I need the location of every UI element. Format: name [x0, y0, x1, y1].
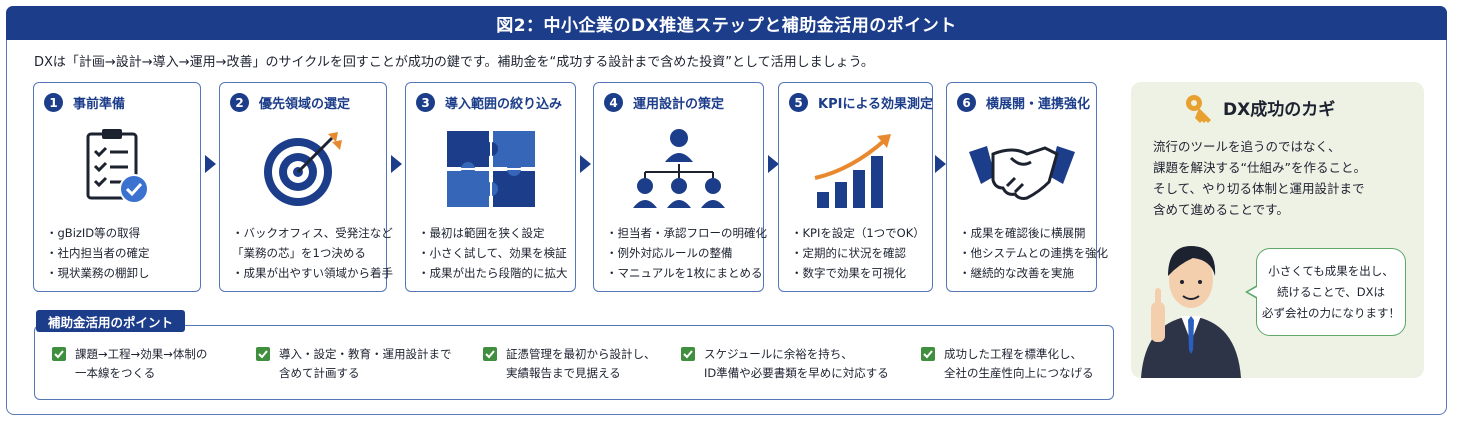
step-card-6: 6 横展開・連携強化 ・成果を確認後に横展開 ・他システムとの連携を強化 ・継続的… — [946, 82, 1108, 292]
title-bar: 図2：中小企業のDX推進ステップと補助金活用のポイント — [6, 6, 1447, 40]
bubble-line: 小さくても成果を出し、 — [1268, 264, 1394, 278]
businessman-illustration — [1135, 232, 1247, 382]
flow-arrow-icon — [768, 155, 779, 173]
point-line: 導入・設定・教育・運用設計まで — [279, 347, 452, 361]
point-line: 含めて計画する — [279, 366, 360, 380]
clipboard-check-icon — [34, 123, 200, 215]
step-bullet: ・社内担当者の確定 — [46, 246, 150, 260]
step-bullet: ・最初は範囲を狭く設定 — [418, 226, 545, 240]
step-bullet: ・KPIを設定（1つでOK） — [791, 226, 925, 240]
point-line: 証憑管理を最初から設計し、 — [506, 347, 656, 361]
point-line: ID準備や必要書類を早めに対応する — [704, 366, 889, 380]
step-number: 3 — [416, 93, 435, 112]
step-card-2: 2 優先領域の選定 ・バックオフィス、受発注など 「業務の芯」を1つ決める ・成果… — [219, 82, 393, 292]
check-icon — [921, 347, 935, 361]
step-number: 6 — [957, 93, 976, 112]
point-line: 一本線をつくる — [75, 366, 156, 380]
check-icon — [483, 347, 497, 361]
step-bullet: ・現状業務の棚卸し — [46, 266, 150, 280]
point-line: 課題→工程→効果→体制の — [75, 347, 208, 361]
check-icon — [681, 347, 695, 361]
org-chart-icon — [594, 123, 763, 215]
point-line: 実績報告まで見据える — [506, 366, 621, 380]
step-card-3: 3 導入範囲の絞り込み ・最初は範囲を狭く設定 ・小さく試して、効果を検証 ・成果… — [405, 82, 576, 292]
step-number: 5 — [789, 93, 808, 112]
step-number: 1 — [44, 93, 63, 112]
step-title: 優先領域の選定 — [259, 97, 351, 112]
check-icon — [52, 347, 66, 361]
step-bullet: ・他システムとの連携を強化 — [959, 246, 1109, 260]
key-line: 課題を解決する“仕組み”を作ること。 — [1153, 160, 1366, 175]
step-bullet: ・マニュアルを1枚にまとめる — [606, 266, 763, 280]
point-item: 課題→工程→効果→体制の一本線をつくる — [52, 345, 207, 383]
step-title: 事前準備 — [73, 97, 126, 112]
flow-arrow-icon — [205, 155, 216, 173]
flow-arrow-icon — [580, 155, 591, 173]
step-bullet: ・バックオフィス、受発注など — [232, 226, 393, 240]
flow-arrow-icon — [935, 155, 946, 173]
step-title: 運用設計の策定 — [633, 97, 725, 112]
check-icon — [256, 347, 270, 361]
point-line: 全社の生産性向上につなげる — [944, 366, 1094, 380]
step-bullet: ・成果が出やすい領域から着手 — [232, 266, 393, 280]
figure-title: 図2：中小企業のDX推進ステップと補助金活用のポイント — [496, 15, 957, 36]
step-bullet: 「業務の芯」を1つ決める — [232, 246, 366, 260]
step-bullet: ・数字で効果を可視化 — [791, 266, 906, 280]
step-bullet: ・定期的に状況を確認 — [791, 246, 906, 260]
figure-subtitle: DXは「計画→設計→導入→運用→改善」のサイクルを回すことが成功の鍵です。補助金… — [34, 55, 874, 70]
points-panel — [34, 325, 1114, 400]
key-panel-body: 流行のツールを追うのではなく、 課題を解決する“仕組み”を作ること。 そして、や… — [1153, 136, 1366, 220]
puzzle-icon — [406, 123, 575, 215]
bubble-line: 続けることで、DXは — [1277, 285, 1385, 299]
point-item: スケジュールに余裕を持ち、 ID準備や必要書類を早めに対応する — [681, 345, 889, 383]
key-panel-title: DX成功のカギ — [1223, 100, 1336, 120]
points-label: 補助金活用のポイント — [36, 310, 186, 332]
step-bullet: ・担当者・承認フローの明確化 — [606, 226, 767, 240]
step-card-1: 1 事前準備 ・gBizID等の取得 ・社内担当者の確定 ・現状業務の棚卸し — [33, 82, 201, 292]
point-line: 成功した工程を標準化し、 — [944, 347, 1082, 361]
point-item: 成功した工程を標準化し、全社の生産性向上につなげる — [921, 345, 1094, 383]
step-number: 2 — [230, 93, 249, 112]
step-title: 導入範囲の絞り込み — [445, 97, 563, 112]
step-bullet: ・例外対応ルールの整備 — [606, 246, 733, 260]
point-item: 導入・設定・教育・運用設計まで含めて計画する — [256, 345, 452, 383]
step-bullet: ・gBizID等の取得 — [46, 226, 141, 240]
step-title: KPIによる効果測定 — [818, 97, 934, 112]
point-line: スケジュールに余裕を持ち、 — [704, 347, 853, 361]
key-icon — [1183, 92, 1215, 128]
speech-bubble-tail-inner — [1248, 287, 1257, 297]
point-item: 証憑管理を最初から設計し、実績報告まで見据える — [483, 345, 656, 383]
key-line: 含めて進めることです。 — [1153, 202, 1289, 217]
handshake-icon — [947, 123, 1096, 215]
bar-chart-growth-icon — [779, 123, 932, 215]
step-bullet: ・成果が出たら段階的に拡大 — [418, 266, 568, 280]
speech-bubble: 小さくても成果を出し、 続けることで、DXは 必ず会社の力になります！ — [1256, 248, 1406, 336]
step-card-5: 5 KPIによる効果測定 ・KPIを設定（1つでOK） ・定期的に状況を確認 ・数… — [778, 82, 933, 292]
step-card-4: 4 運用設計の策定 ・担当者・承認フローの明確化 ・例外対応ルールの整備 ・マニュ… — [593, 82, 767, 292]
step-title: 横展開・連携強化 — [986, 97, 1091, 112]
flow-arrow-icon — [391, 155, 402, 173]
step-bullet: ・成果を確認後に横展開 — [959, 226, 1086, 240]
key-line: 流行のツールを追うのではなく、 — [1153, 139, 1341, 154]
target-arrow-icon — [220, 123, 386, 215]
step-bullet: ・小さく試して、効果を検証 — [418, 246, 567, 260]
step-number: 4 — [604, 93, 623, 112]
step-bullet: ・継続的な改善を実施 — [959, 266, 1074, 280]
key-line: そして、やり切る体制と運用設計まで — [1153, 181, 1365, 196]
bubble-line: 必ず会社の力になります！ — [1262, 306, 1400, 320]
